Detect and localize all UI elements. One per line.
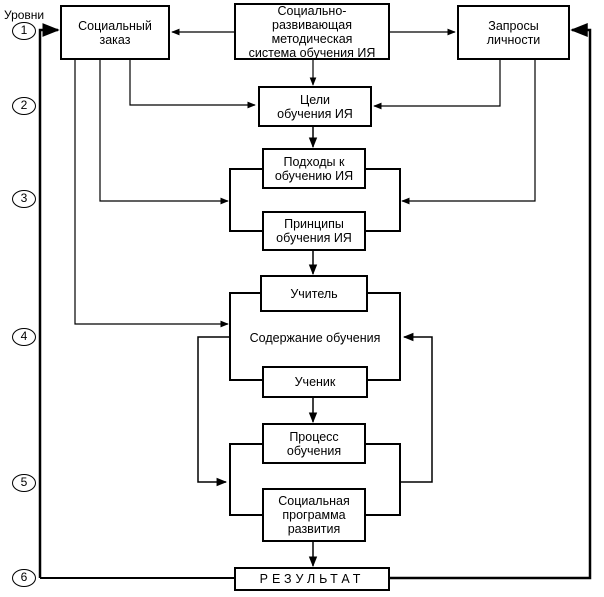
feedback-left bbox=[38, 23, 60, 578]
level-1-marker: 1 bbox=[12, 22, 36, 40]
frame-process-program bbox=[229, 443, 401, 516]
frame-approach-principles bbox=[229, 168, 401, 232]
levels-title: Уровни bbox=[4, 8, 45, 22]
feedback-right bbox=[390, 23, 592, 580]
method-system-box: Социально- развивающая методическая сист… bbox=[234, 3, 390, 60]
approaches-box: Подходы к обучению ИЯ bbox=[262, 148, 366, 189]
loop-left bbox=[197, 336, 230, 487]
level-5-marker: 5 bbox=[12, 474, 36, 492]
level-4-marker: 4 bbox=[12, 328, 36, 346]
goals-box: Цели обучения ИЯ bbox=[258, 86, 372, 127]
order-to-approach bbox=[99, 60, 229, 205]
requests-to-goals bbox=[373, 60, 501, 110]
personal-requests-box: Запросы личности bbox=[457, 5, 570, 60]
social-program-box: Социальная программа развития bbox=[262, 488, 366, 542]
order-to-goals bbox=[129, 60, 256, 109]
requests-to-approach bbox=[401, 60, 536, 205]
student-box: Ученик bbox=[262, 366, 368, 398]
order-to-content bbox=[74, 60, 229, 328]
teacher-box: Учитель bbox=[260, 275, 368, 312]
social-order-box: Социальный заказ bbox=[60, 5, 170, 60]
principles-box: Принципы обучения ИЯ bbox=[262, 211, 366, 251]
process-box: Процесс обучения bbox=[262, 423, 366, 464]
level-2-marker: 2 bbox=[12, 97, 36, 115]
level-6-marker: 6 bbox=[12, 569, 36, 587]
content-label: Содержание обучения bbox=[249, 331, 381, 345]
result-box: РЕЗУЛЬТАТ bbox=[234, 567, 390, 591]
level-3-marker: 3 bbox=[12, 190, 36, 208]
loop-right bbox=[400, 332, 433, 483]
